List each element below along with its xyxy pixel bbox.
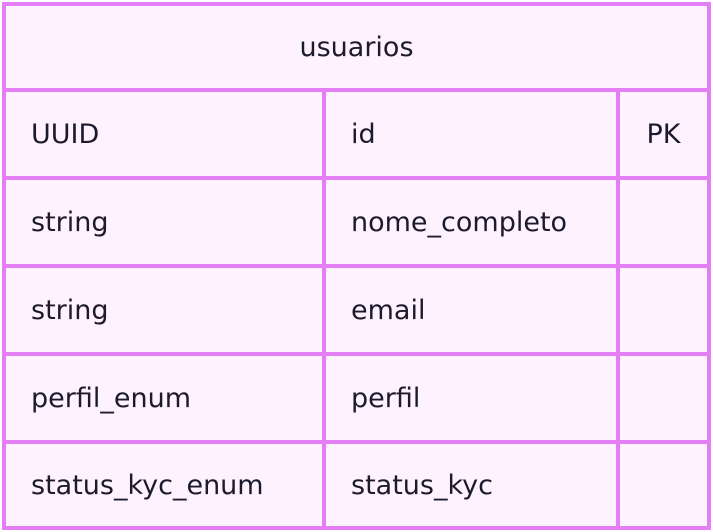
attribute-type: string <box>6 180 326 264</box>
attribute-type: perfil_enum <box>6 356 326 440</box>
attribute-key <box>620 356 707 440</box>
attribute-name: perfil <box>326 356 620 440</box>
attribute-row: status_kyc_enum status_kyc <box>6 444 707 526</box>
attribute-type: string <box>6 268 326 352</box>
entity-title: usuarios <box>6 6 707 92</box>
attribute-key: PK <box>646 118 681 150</box>
attribute-name: nome_completo <box>326 180 620 264</box>
attribute-name: id <box>326 92 620 176</box>
attribute-key <box>620 180 707 264</box>
attribute-key <box>620 268 707 352</box>
attribute-name: status_kyc <box>326 444 620 526</box>
attribute-name: email <box>326 268 620 352</box>
attribute-type: status_kyc_enum <box>6 444 326 526</box>
attribute-row: UUID id PK <box>6 92 707 180</box>
attribute-row: perfil_enum perfil <box>6 356 707 444</box>
attribute-row: string email <box>6 268 707 356</box>
attribute-row: string nome_completo <box>6 180 707 268</box>
attribute-key <box>620 444 707 526</box>
attribute-type: UUID <box>6 92 326 176</box>
